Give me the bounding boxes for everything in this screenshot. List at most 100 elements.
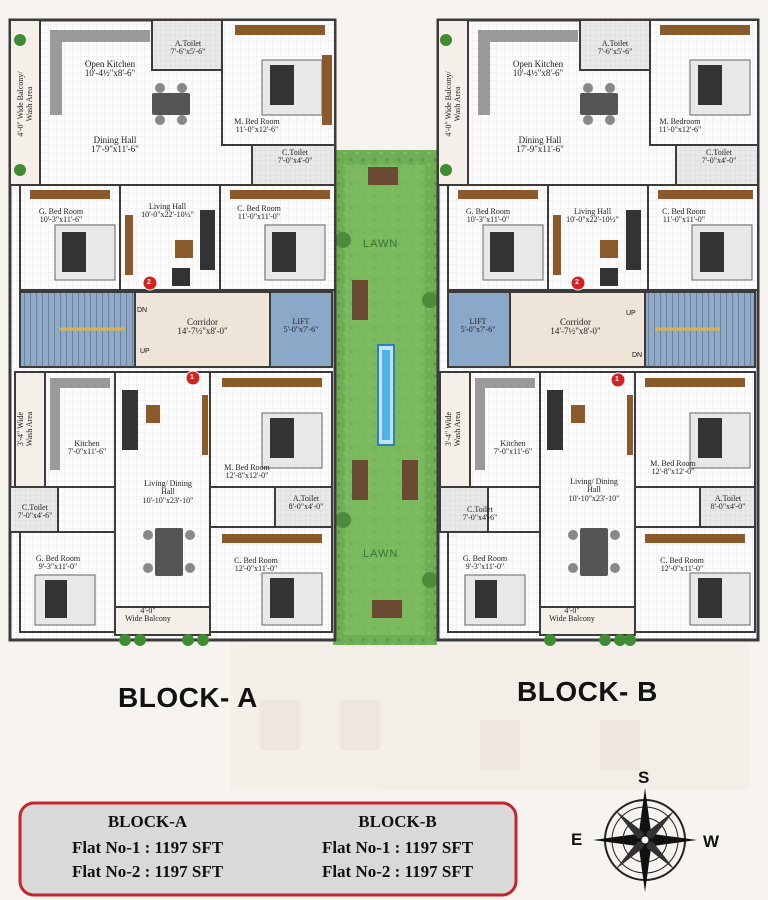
block-a-m-bed-bottom-label: M. Bed Room 12'-8"x12'-0": [214, 463, 280, 481]
background-building: [230, 640, 750, 790]
room-dimensions: 7'-0"x11'-6": [493, 447, 533, 457]
block-a-g-bed-bottom-label: G. Bed Room 9'-3"x11'-0": [25, 554, 91, 572]
room-dimensions: Wide Balcony: [549, 614, 595, 624]
block-b-stair-dn: DN: [632, 352, 643, 359]
room-name: A.Toilet: [292, 494, 320, 503]
block-a-wash-area-label: 3'-4" Wide Wash Area: [16, 399, 34, 459]
room-name: M. Bed Room: [224, 463, 270, 472]
block-a-c-bed-bottom-label: C. Bed Room 12'-0"x11'-0": [222, 556, 290, 574]
block-b-a-toilet-bottom-label: A.Toilet 8'-0"x4'-0": [704, 494, 752, 512]
room-dimensions: 17'-9"x11'-6": [516, 144, 564, 155]
room-dimensions: 10'-0"x22'-10½": [566, 215, 619, 225]
room-name: A.Toilet: [714, 494, 742, 503]
room-dimensions: 7'-0"x4'-0": [701, 156, 737, 166]
compass-label-e: E: [571, 830, 583, 849]
room-name: 4'-0" Wide Balcony/: [16, 71, 25, 137]
summary-block-b-flat2: Flat No-2 : 1197 SFT: [321, 862, 474, 881]
room-dimensions: 8'-0"x4'-0": [288, 502, 324, 512]
room-dimensions: 10'-10"x23'-10": [142, 495, 194, 505]
summary-block-a-flat2: Flat No-2 : 1197 SFT: [71, 862, 224, 881]
room-name: G. Bed Room: [38, 207, 84, 216]
room-dimensions: Wash Area: [25, 86, 34, 122]
room-dimensions: 17'-9"x11'-6": [91, 144, 139, 155]
block-a-dining-hall-label: Dining Hall 17'-9"x11'-6": [75, 135, 155, 155]
room-dimensions: 11'-0"x12'-6": [235, 125, 279, 135]
block-a-kitchen-label: Kitchen 7'-0"x11'-6": [58, 439, 116, 457]
block-b-c-toilet-bottom-label: C.Toilet 7'-0"x4'-6": [452, 505, 508, 523]
room-name: 4'-0" Wide Balcony/: [444, 71, 453, 137]
room-dimensions: 14'-7½"x8'-0": [550, 326, 601, 337]
room-name: LIFT: [292, 317, 310, 326]
room-name: G. Bed Room: [465, 207, 511, 216]
block-b-title: BLOCK- B: [517, 676, 658, 707]
compass-rose-icon: [593, 788, 697, 892]
compass-label-s: S: [638, 768, 650, 787]
block-b-kitchen-label: Kitchen 7'-0"x11'-6": [484, 439, 542, 457]
room-dimensions: 7'-0"x4'-6": [17, 511, 53, 521]
room-name: Dining Hall: [93, 135, 137, 145]
block-a-c-toilet-top-label: C.Toilet 7'-0"x4'-0": [262, 148, 328, 166]
room-dimensions: 5'-0"x7'-6": [283, 325, 319, 335]
room-name: C.Toilet: [22, 503, 48, 512]
block-b-wash-area-label: 3'-4" Wide Wash Area: [444, 399, 462, 459]
block-b-c-bed-top-label: C. Bed Room 11'-0"x11'-0": [650, 207, 718, 225]
room-name: Open Kitchen: [512, 59, 564, 69]
block-b-c-toilet-top-label: C.Toilet 7'-0"x4'-0": [686, 148, 752, 166]
block-a-stair-dn: DN: [137, 307, 148, 314]
block-a-flat-1-marker: 1: [190, 374, 194, 381]
room-dimensions: 11'-0"x11'-0": [237, 212, 281, 222]
block-b-wide-balcony-label: 4'-0" Wide Balcony: [540, 606, 604, 624]
room-name-line2: Hall: [587, 485, 601, 495]
block-b-living-dining-label: Living/ Dining Hall 10'-10"x23'-10": [554, 477, 634, 503]
room-dimensions: 12'-0"x11'-0": [234, 564, 278, 574]
block-a-wide-balcony-label: 4'-0" Wide Balcony: [116, 606, 180, 624]
room-name: C. Bed Room: [234, 556, 278, 565]
block-a-corridor-label: Corridor 14'-7½"x8'-0": [160, 317, 245, 337]
block-a-m-bed-top-label: M. Bed Room 11'-0"x12'-6": [222, 117, 292, 135]
room-name: Dining Hall: [518, 135, 562, 145]
room-dimensions: 8'-0"x4'-0": [710, 502, 746, 512]
room-name: 3'-4" Wide: [444, 411, 453, 447]
block-a-a-toilet-top-label: A.Toilet 7'-6"x5'-6": [158, 39, 218, 57]
room-name: Living Hall: [573, 207, 612, 216]
room-dimensions: 7'-0"x4'-0": [277, 156, 313, 166]
room-dimensions: Wash Area: [453, 411, 462, 447]
room-name: C. Bed Room: [237, 204, 281, 213]
block-a-living-hall-label: Living Hall 10'-0"x22'-10½": [130, 202, 205, 220]
room-dimensions: 9'-3"x11'-0": [38, 562, 78, 572]
room-name: Living/ Dining: [570, 477, 618, 486]
block-a-c-toilet-bottom-label: C.Toilet 7'-0"x4'-6": [12, 503, 58, 521]
room-dimensions: 10'-3"x11'-6": [39, 215, 83, 225]
room-dimensions: 10'-3"x11'-0": [466, 215, 510, 225]
block-a-stair-up: UP: [140, 348, 150, 355]
room-dimensions: 11'-0"x11'-0": [662, 215, 706, 225]
room-name: G. Bed Room: [35, 554, 81, 563]
summary-block-a-flat1: Flat No-1 : 1197 SFT: [71, 838, 224, 857]
room-dimensions: Wash Area: [453, 86, 462, 122]
lawn-label-top: LAWN: [363, 238, 399, 250]
room-name: 4'-0": [140, 606, 156, 615]
block-b-open-kitchen-label: Open Kitchen 10'-4½"x8'-6": [498, 59, 578, 79]
room-name: Corridor: [187, 317, 218, 327]
room-name: Living/ Dining: [144, 479, 192, 488]
block-b-a-toilet-top-label: A.Toilet 7'-6"x5'-6": [585, 39, 645, 57]
compass-label-w: W: [703, 832, 720, 851]
summary-block-a-title: BLOCK-A: [107, 812, 188, 831]
block-a-title: BLOCK- A: [118, 682, 258, 713]
room-dimensions: 14'-7½"x8'-0": [177, 326, 228, 337]
summary-panel: [18, 801, 518, 897]
room-name: Open Kitchen: [84, 59, 136, 69]
room-name: Kitchen: [74, 439, 100, 448]
room-dimensions: 12'-8"x12'-0": [651, 467, 695, 477]
block-a-open-kitchen-label: Open Kitchen 10'-4½"x8'-6": [70, 59, 150, 79]
room-dimensions: 11'-0"x12'-6": [658, 125, 702, 135]
room-name: C.Toilet: [467, 505, 493, 514]
lawn-label-bottom: LAWN: [363, 548, 399, 560]
room-name: A.Toilet: [174, 39, 202, 48]
room-dimensions: 12'-8"x12'-0": [225, 471, 269, 481]
block-b-m-bed-bottom-label: M. Bed Room 12'-8"x12'-0": [640, 459, 706, 477]
room-dimensions: 5'-0"x7'-6": [460, 325, 496, 335]
room-dimensions: Wash Area: [25, 411, 34, 447]
block-a-a-toilet-bottom-label: A.Toilet 8'-0"x4'-0": [282, 494, 330, 512]
